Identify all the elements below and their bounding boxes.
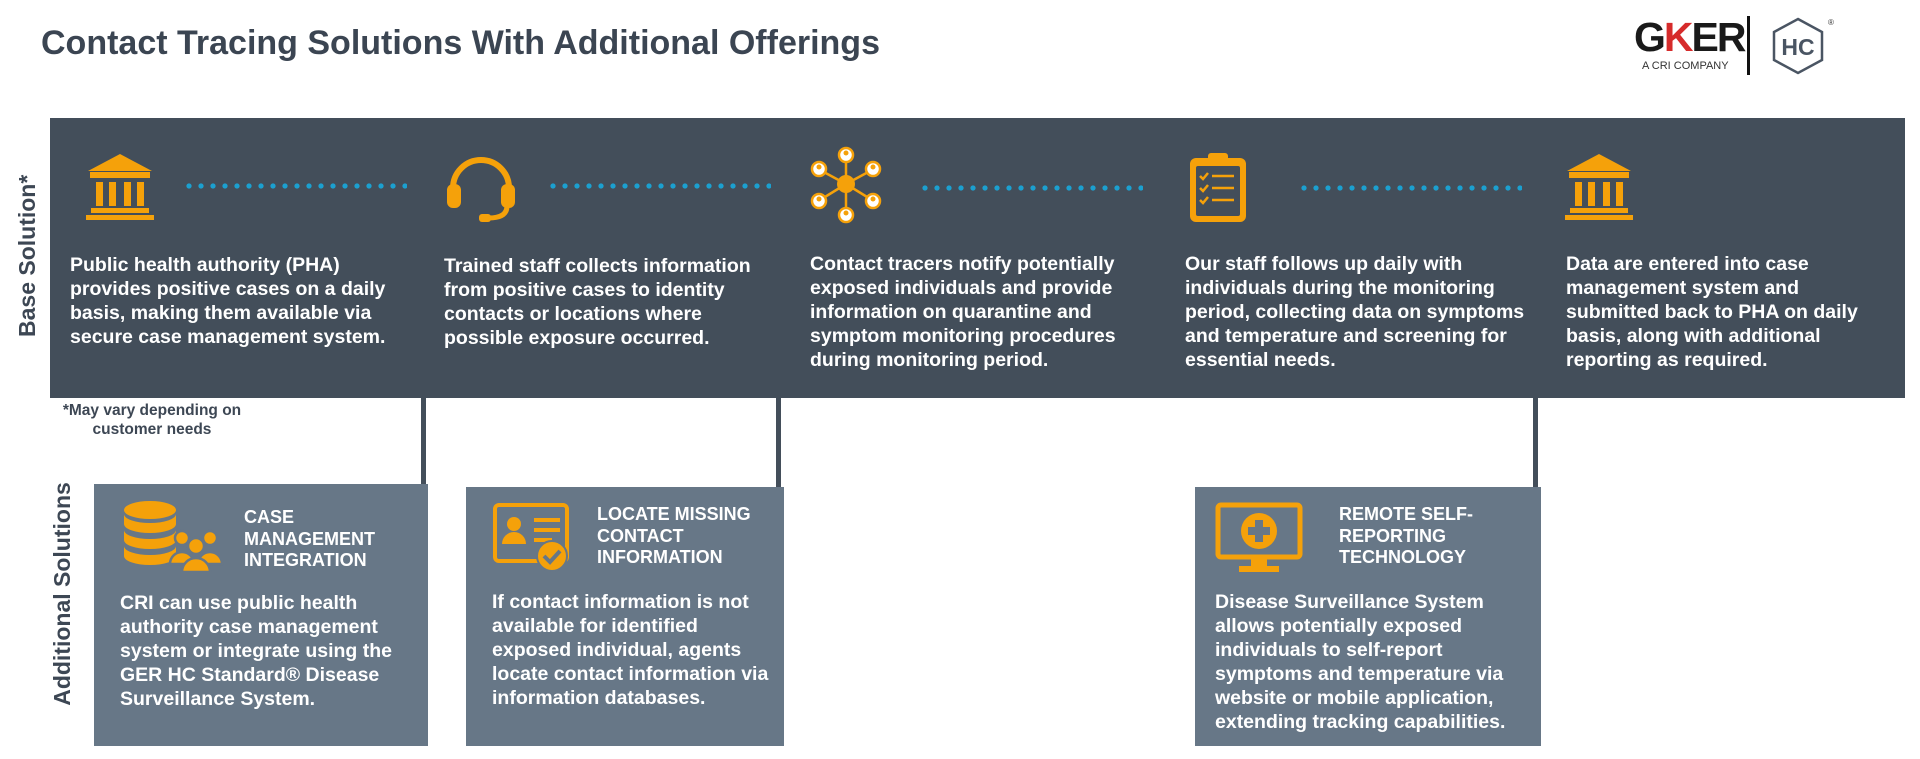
database-people-icon — [124, 501, 224, 572]
company-logo: GKER A CRI COMPANY HC ® — [1630, 14, 1840, 78]
logo-divider — [1747, 16, 1750, 75]
svg-text:HC: HC — [1781, 34, 1814, 60]
dotted-connector — [547, 183, 771, 189]
network-people-icon — [810, 146, 882, 224]
clipboard-checklist-icon — [1190, 153, 1246, 222]
hc-hexagon-logo: HC — [1772, 17, 1824, 75]
base-step-1-text: Public health authority (PHA) provides p… — [70, 254, 386, 348]
locate-contact-title: LOCATE MISSING CONTACT INFORMATION — [597, 504, 751, 567]
dotted-connector — [1298, 185, 1522, 191]
page-title: Contact Tracing Solutions With Additiona… — [41, 24, 880, 62]
headset-icon — [447, 157, 515, 222]
base-step-2-text: Trained staff collects information from … — [444, 255, 751, 349]
additional-solutions-label: Additional Solutions — [49, 482, 75, 706]
dotted-connector — [183, 183, 407, 189]
card-connector — [421, 396, 426, 486]
logo-tagline: A CRI COMPANY — [1642, 60, 1729, 72]
contact-card-check-icon — [493, 503, 569, 572]
case-management-title: CASE MANAGEMENT INTEGRATION — [244, 507, 375, 570]
remote-reporting-title: REMOTE SELF-REPORTING TECHNOLOGY — [1339, 504, 1473, 567]
building-icon — [1565, 154, 1633, 220]
dotted-connector — [919, 185, 1143, 191]
logo-wordmark: GKER — [1634, 14, 1746, 60]
case-management-body: CRI can use public health authority case… — [120, 592, 392, 710]
locate-contact-body: If contact information is not available … — [492, 591, 769, 709]
card-connector — [1533, 396, 1538, 488]
base-step-5-text: Data are entered into case management sy… — [1566, 253, 1858, 371]
base-solution-label: Base Solution* — [14, 174, 40, 337]
base-step-3-text: Contact tracers notify potentially expos… — [810, 253, 1116, 371]
monitor-medical-icon — [1215, 502, 1303, 572]
building-icon — [86, 154, 154, 220]
locate-contact-card — [466, 487, 784, 746]
card-connector — [776, 396, 781, 488]
registered-mark: ® — [1828, 18, 1834, 27]
remote-reporting-body: Disease Surveillance System allows poten… — [1215, 591, 1506, 733]
footnote: *May vary depending on customer needs — [62, 402, 242, 438]
base-step-4-text: Our staff follows up daily with individu… — [1185, 253, 1525, 371]
